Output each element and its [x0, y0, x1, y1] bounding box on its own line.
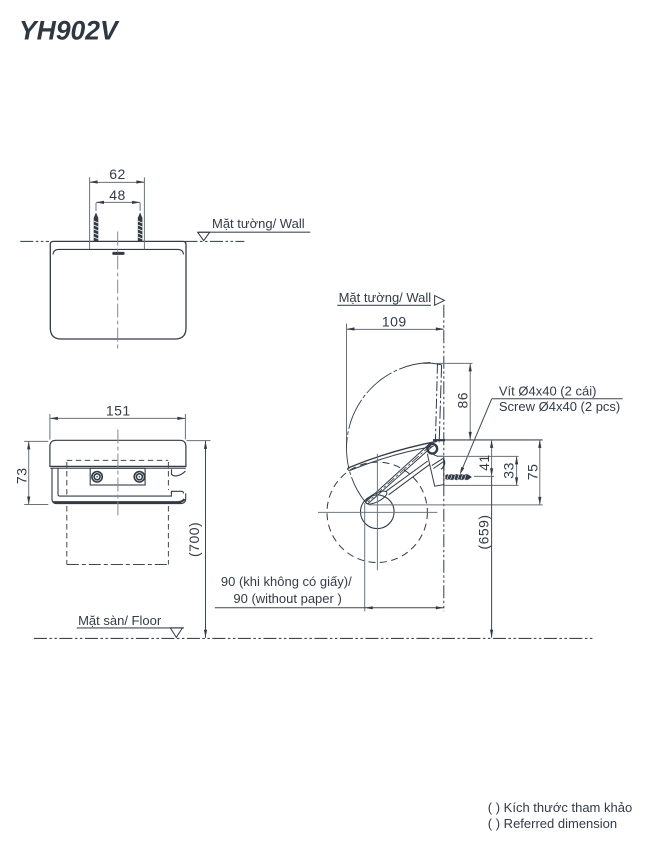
svg-text:( ) Referred dimension: ( ) Referred dimension: [488, 816, 617, 831]
svg-text:Mặt tường/ Wall: Mặt tường/ Wall: [339, 290, 432, 305]
svg-text:Mặt tường/ Wall: Mặt tường/ Wall: [212, 216, 305, 231]
svg-text:33: 33: [500, 462, 516, 479]
svg-text:109: 109: [382, 314, 407, 330]
svg-text:62: 62: [109, 166, 126, 182]
svg-text:Screw Ø4x40 (2 pcs): Screw Ø4x40 (2 pcs): [499, 399, 620, 414]
svg-text:75: 75: [525, 464, 541, 481]
svg-text:90 (without paper ): 90 (without paper ): [233, 591, 341, 606]
svg-text:YH902V: YH902V: [19, 16, 120, 46]
svg-text:73: 73: [13, 468, 29, 485]
svg-text:151: 151: [106, 402, 131, 418]
svg-text:( ) Kích thước tham khảo: ( ) Kích thước tham khảo: [488, 800, 632, 815]
svg-text:48: 48: [109, 187, 126, 203]
svg-text:41: 41: [476, 454, 492, 471]
svg-text:90 (khi không có giấy)/: 90 (khi không có giấy)/: [221, 574, 352, 589]
svg-text:86: 86: [455, 392, 471, 409]
svg-text:Vít Ø4x40 (2 cái): Vít Ø4x40 (2 cái): [499, 383, 597, 398]
svg-text:(700): (700): [186, 522, 202, 557]
svg-text:Mặt sàn/ Floor: Mặt sàn/ Floor: [78, 613, 162, 628]
svg-text:(659): (659): [476, 514, 492, 549]
